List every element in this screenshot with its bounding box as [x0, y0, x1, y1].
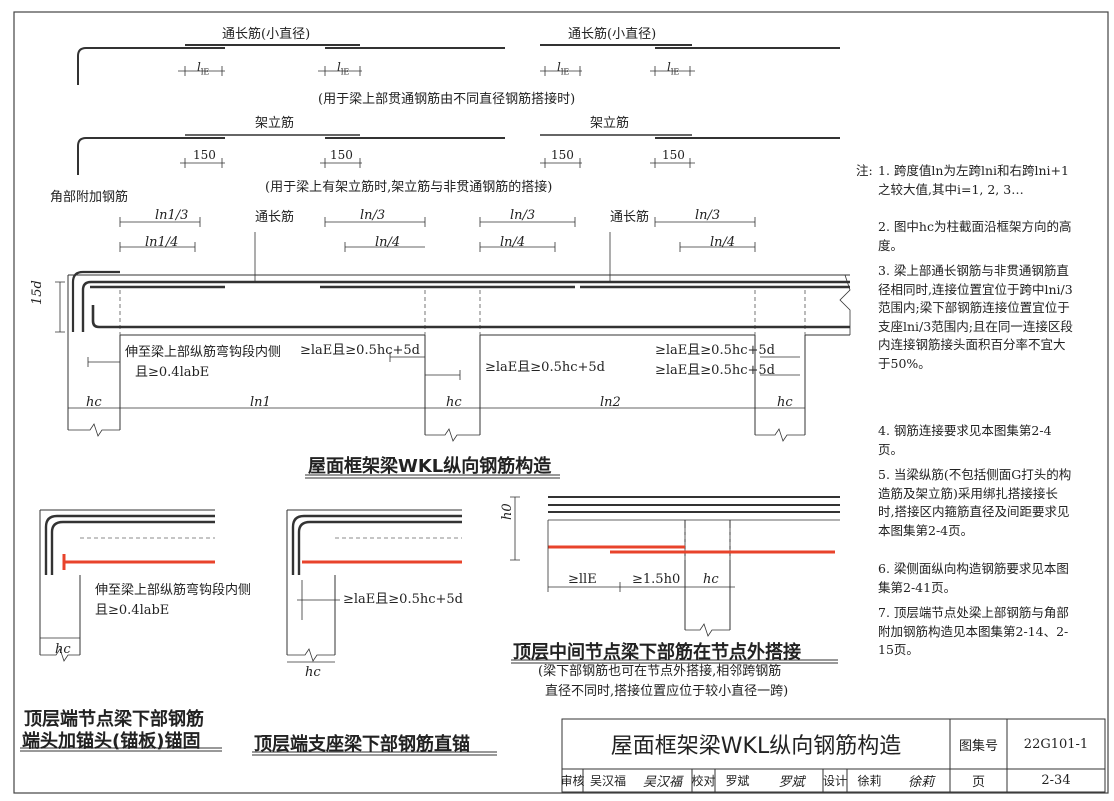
atlas-no-label: 图集号 [958, 738, 998, 754]
note-item-2: 2. 图中hc为柱截面沿框架方向的高度。 [878, 219, 1072, 253]
hc-label-3: hc [777, 395, 793, 410]
ln2-span-label: ln2 [600, 395, 621, 410]
detail-a-note-2: 且≥0.4labE [95, 603, 170, 618]
dim-150-1: 150 [193, 148, 216, 162]
anchor-dim-4: ≥laE且≥0.5hc+5d [655, 363, 775, 378]
anchor-dim-3: ≥laE且≥0.5hc+5d [655, 343, 775, 358]
dim-150-3: 150 [551, 148, 574, 162]
ln-quarter-b: ln/4 [500, 235, 526, 250]
detail-c-lle: ≥llE [568, 572, 597, 587]
lap-splice-top-diagram [77, 44, 840, 85]
wkl-main-elevation [55, 217, 851, 442]
note-item-4: 4. 钢筋连接要求见本图集第2-4页。 [878, 423, 1052, 457]
lle-label-2: llE [337, 60, 350, 77]
through-bar-label-1: 通长筋 [255, 210, 295, 225]
ln-third-c: ln/3 [695, 208, 721, 223]
detail-c-title: 顶层中间节点梁下部筋在节点外搭接 [513, 642, 801, 663]
detail-a-note-1: 伸至梁上部纵筋弯钩段内侧 [95, 583, 252, 598]
detail-c-h15: ≥1.5h0 [632, 572, 681, 587]
checker-name: 罗斌 [725, 774, 750, 788]
title-block: 屋面框架梁WKL纵向钢筋构造 图集号 22G101-1 审核 吴汉福 吴汉福 校… [560, 719, 1105, 792]
ln-quarter-a: ln/4 [375, 235, 401, 250]
ln1-quarter: ln1/4 [145, 235, 179, 250]
detail-c-note-1: (梁下部钢筋也可在节点外搭接,相邻跨钢筋 [538, 664, 782, 679]
detail-b-hc: hc [305, 665, 321, 680]
detail-b-anchor: ≥laE且≥0.5hc+5d [343, 592, 463, 607]
lap-label-right: 通长筋(小直径) [568, 27, 657, 42]
left-anchor-note-2: 且≥0.4labE [135, 365, 210, 380]
detail-c-hc: hc [703, 572, 719, 587]
title-block-main-title: 屋面框架梁WKL纵向钢筋构造 [610, 734, 902, 759]
review-label: 审核 [560, 774, 585, 788]
reviewer-name: 吴汉福 [589, 774, 626, 788]
designer-name: 徐莉 [857, 774, 882, 788]
atlas-no-value: 22G101-1 [1023, 736, 1089, 752]
ln1-span-label: ln1 [250, 395, 271, 410]
through-bar-label-2: 通长筋 [610, 210, 650, 225]
lle-label-1: llE [197, 60, 210, 77]
title-block-grid [561, 718, 1106, 793]
checker-signature: 罗斌 [778, 775, 805, 790]
ln-third-b: ln/3 [510, 208, 536, 223]
lap-caption: (用于梁上部贯通钢筋由不同直径钢筋搭接时) [318, 92, 576, 107]
detail-a-title-2: 端头加锚头(锚板)锚固 [22, 731, 201, 752]
dim-15d: 15d [30, 280, 45, 305]
note-item-6: 6. 梁侧面纵向构造钢筋要求见本图集第2-41页。 [878, 561, 1069, 595]
hc-label-1: hc [86, 395, 102, 410]
note-item-1: 1. 跨度值ln为左跨lni和右跨lni+1之较大值,其中i=1, 2, 3… [878, 163, 1069, 197]
erect-label-right: 架立筋 [590, 116, 630, 131]
ln-quarter-c: ln/4 [710, 235, 736, 250]
erect-caption: (用于梁上有架立筋时,架立筋与非贯通钢筋的搭接) [265, 180, 553, 195]
erect-bar-lap-diagram [77, 134, 840, 175]
note-item-5: 5. 当梁纵筋(不包括侧面G打头的构造筋及架立筋)采用绑扎搭接接长时,搭接区内箍… [878, 467, 1072, 538]
designer-signature: 徐莉 [907, 775, 934, 790]
note-item-7: 7. 顶层端节点处梁上部钢筋与角部附加钢筋构造见本图集第2-14、2-15页。 [878, 605, 1069, 657]
reviewer-signature: 吴汉福 [642, 775, 682, 790]
notes-header: 注: [856, 163, 873, 178]
lle-label-4: llE [667, 60, 680, 77]
left-anchor-note-1: 伸至梁上部纵筋弯钩段内侧 [125, 345, 282, 360]
detail-c-note-2: 直径不同时,搭接位置应位于较小直径一跨) [545, 684, 789, 699]
detail-a-anchor-plate [39, 509, 215, 662]
erect-label-left: 架立筋 [255, 116, 295, 131]
main-diagram-title: 屋面框架梁WKL纵向钢筋构造 [308, 456, 552, 477]
detail-b-title: 顶层端支座梁下部钢筋直锚 [254, 734, 470, 755]
detail-c-lap-outside-joint [510, 496, 840, 637]
detail-a-hc: hc [55, 642, 71, 657]
detail-b-straight-anchor [286, 509, 462, 663]
page-number: 2-34 [1041, 773, 1071, 788]
design-label: 设计 [823, 774, 848, 788]
dim-150-2: 150 [330, 148, 353, 162]
detail-a-title-1: 顶层端节点梁下部钢筋 [24, 709, 204, 730]
anchor-dim-1: ≥laE且≥0.5hc+5d [300, 343, 420, 358]
anchor-dim-2: ≥laE且≥0.5hc+5d [485, 360, 605, 375]
corner-bar-label: 角部附加钢筋 [50, 190, 129, 205]
dim-150-4: 150 [662, 148, 685, 162]
page-label: 页 [971, 775, 985, 790]
detail-c-h0: h0 [500, 503, 515, 520]
ln-third-a: ln/3 [360, 208, 386, 223]
hc-label-2: hc [446, 395, 462, 410]
ln1-third: ln1/3 [155, 208, 189, 223]
note-item-3: 3. 梁上部通长钢筋与非贯通钢筋直径相同时,连接位置宜位于跨中lni/3范围内;… [878, 263, 1073, 371]
check-label: 校对 [691, 774, 716, 788]
lap-label-left: 通长筋(小直径) [222, 27, 311, 42]
lle-label-3: llE [557, 60, 570, 77]
